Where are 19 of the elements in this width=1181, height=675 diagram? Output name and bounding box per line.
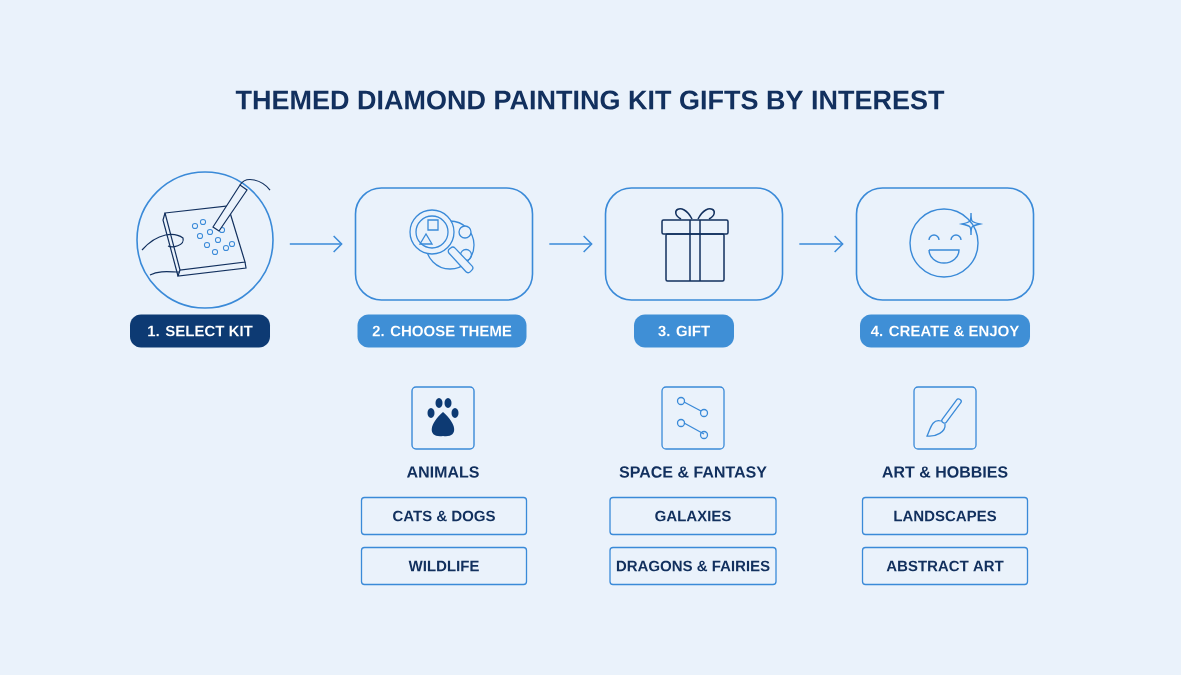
option-box: GALAXIES bbox=[609, 496, 777, 536]
title: THEMED DIAMOND PAINTING KIT GIFTS BY INTEREST bbox=[235, 90, 945, 110]
step-box bbox=[855, 187, 1035, 301]
option-box: ABSTRACT ART bbox=[861, 546, 1029, 586]
option-box: CATS & DOGS bbox=[360, 496, 528, 536]
option-box: WILDLIFE bbox=[360, 546, 528, 586]
step-box bbox=[604, 187, 784, 301]
category-heading: ART & HOBBIES bbox=[882, 466, 1008, 478]
arrow bbox=[289, 235, 343, 253]
step-label: 1. SELECT KIT bbox=[130, 314, 270, 348]
arrow bbox=[548, 235, 593, 253]
option-box: LANDSCAPES bbox=[861, 496, 1029, 536]
step-label: 3. GIFT bbox=[634, 314, 734, 348]
step-label: 2. CHOOSE THEME bbox=[357, 314, 527, 348]
step-label: 4. CREATE & ENJOY bbox=[860, 314, 1030, 348]
category-heading: ANIMALS bbox=[406, 466, 479, 478]
option-box: DRAGONS & FAIRIES bbox=[609, 546, 777, 586]
arrow bbox=[798, 235, 844, 253]
category-heading: SPACE & FANTASY bbox=[619, 466, 767, 478]
